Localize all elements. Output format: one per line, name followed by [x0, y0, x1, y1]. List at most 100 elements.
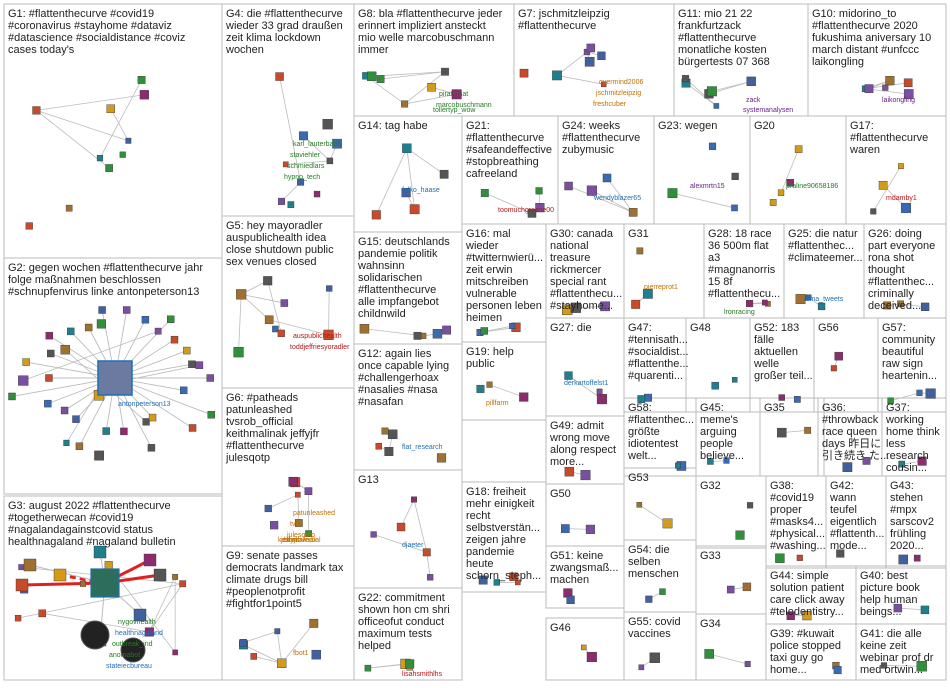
group-title-line: G55: covid [628, 616, 681, 628]
graph-vertex [777, 189, 785, 196]
graph-vertex [535, 187, 543, 195]
vertex-label: bombverbal [284, 537, 321, 544]
vertex-label: nygovhealth [118, 619, 156, 626]
group-title-line: G58: [628, 402, 652, 414]
graph-vertex [920, 302, 930, 311]
hub-vertex [97, 360, 133, 396]
graph-vertex [880, 662, 888, 669]
graph-vertex [711, 381, 719, 390]
graph-edge [328, 288, 330, 335]
group-title-line: G8: bla #flattenthecurve jeder [358, 8, 503, 20]
graph-vertex [96, 155, 104, 162]
group-title-line: research [886, 450, 929, 462]
graph-edge [406, 148, 416, 210]
group-title-line: zeigen jahre [466, 534, 526, 546]
graph-edge [243, 644, 282, 664]
graph-vertex [275, 72, 284, 81]
group-title-g7: G7: jschmitzleipzig#flattenthecurve [518, 8, 610, 32]
group-title-line: selben [628, 556, 660, 568]
group-title-g56: G56 [818, 322, 839, 334]
graph-vertex [707, 458, 714, 465]
graph-edge [780, 148, 799, 193]
graph-vertex [662, 518, 673, 529]
group-title-line: wochen [225, 44, 264, 56]
graph-vertex [802, 610, 812, 621]
group-title-line: along respect [550, 444, 616, 456]
group-title-line: working [885, 414, 924, 426]
group-title-line: zeit erwin [466, 264, 512, 276]
graph-vertex [47, 349, 55, 358]
graph-vertex [777, 427, 787, 438]
group-title-line: G52: 183 [754, 322, 799, 334]
graph-vertex [842, 462, 853, 472]
vertex-label: fbot1 [293, 650, 309, 657]
group-title-line: med ortwin... [860, 664, 923, 676]
graph-vertex [167, 315, 175, 323]
group-title-line: #flattenthecurve [678, 32, 756, 44]
group-title-line: G48 [690, 322, 711, 334]
graph-vertex [288, 476, 298, 487]
group-title-line: sex venues closed [226, 256, 317, 268]
group-title-line: home think [886, 426, 940, 438]
group-title-line: G51: keine [550, 550, 603, 562]
vertex-label: hypno_tech [284, 174, 320, 181]
graph-vertex [527, 209, 537, 218]
group-title-line: G28: 18 race [708, 228, 772, 240]
graph-vertex [864, 84, 874, 93]
group-title-line: G27: die [550, 322, 592, 334]
graph-vertex [795, 294, 806, 304]
graph-edge [297, 494, 300, 524]
group-title-g20: G20 [754, 120, 775, 132]
graph-vertex [898, 163, 904, 170]
graph-vertex [917, 456, 927, 466]
graph-vertex [882, 84, 889, 91]
graph-vertex [63, 439, 70, 447]
graph-vertex [817, 302, 826, 311]
group-title-line: aktuellen [754, 346, 798, 358]
graph-vertex [870, 208, 877, 215]
group-title-line: pandemie [466, 546, 514, 558]
graph-vertex [75, 442, 84, 450]
group-title-line: people [700, 438, 733, 450]
graph-edge [36, 94, 145, 111]
graph-edge [380, 71, 446, 80]
group-title-line: #magnanorris [708, 264, 776, 276]
graph-vertex [323, 329, 334, 340]
group-box-g44 [765, 565, 857, 625]
vertex-label: praline90658186 [786, 183, 838, 190]
group-title-line: helped [358, 640, 391, 652]
graph-vertex [584, 56, 595, 67]
vertex-label: jeffyjfr [280, 537, 300, 544]
group-title-line: climate drugs bill [226, 574, 308, 586]
graph-vertex [148, 413, 157, 422]
graph-edge [568, 185, 634, 213]
group-title-line: G13 [358, 474, 379, 486]
graph-vertex [299, 131, 308, 141]
graph-vertex [274, 628, 281, 635]
graph-edge [591, 190, 634, 213]
graph-vertex [509, 572, 518, 581]
vertex-label: piratomat [439, 91, 468, 98]
group-title-line: beings... [860, 606, 902, 618]
graph-vertex [295, 519, 303, 527]
graph-vertex [746, 76, 756, 86]
graph-vertex [744, 661, 751, 667]
group-title-line: #nagalandagainstcovid status [8, 524, 153, 536]
group-title-line: schorn_steph... [466, 570, 541, 582]
graph-vertex [638, 664, 645, 671]
group-title-g53: G53 [628, 472, 649, 484]
graph-vertex [84, 323, 93, 332]
vertex-label: pierreprot1 [644, 284, 678, 291]
graph-vertex [885, 75, 895, 86]
group-title-g23: G23: wegen [658, 120, 717, 132]
group-title-line: race queen [822, 426, 877, 438]
graph-edge [110, 108, 129, 141]
group-title-line: wieder 33 grad draußen [225, 20, 343, 32]
graph-vertex [586, 651, 597, 663]
